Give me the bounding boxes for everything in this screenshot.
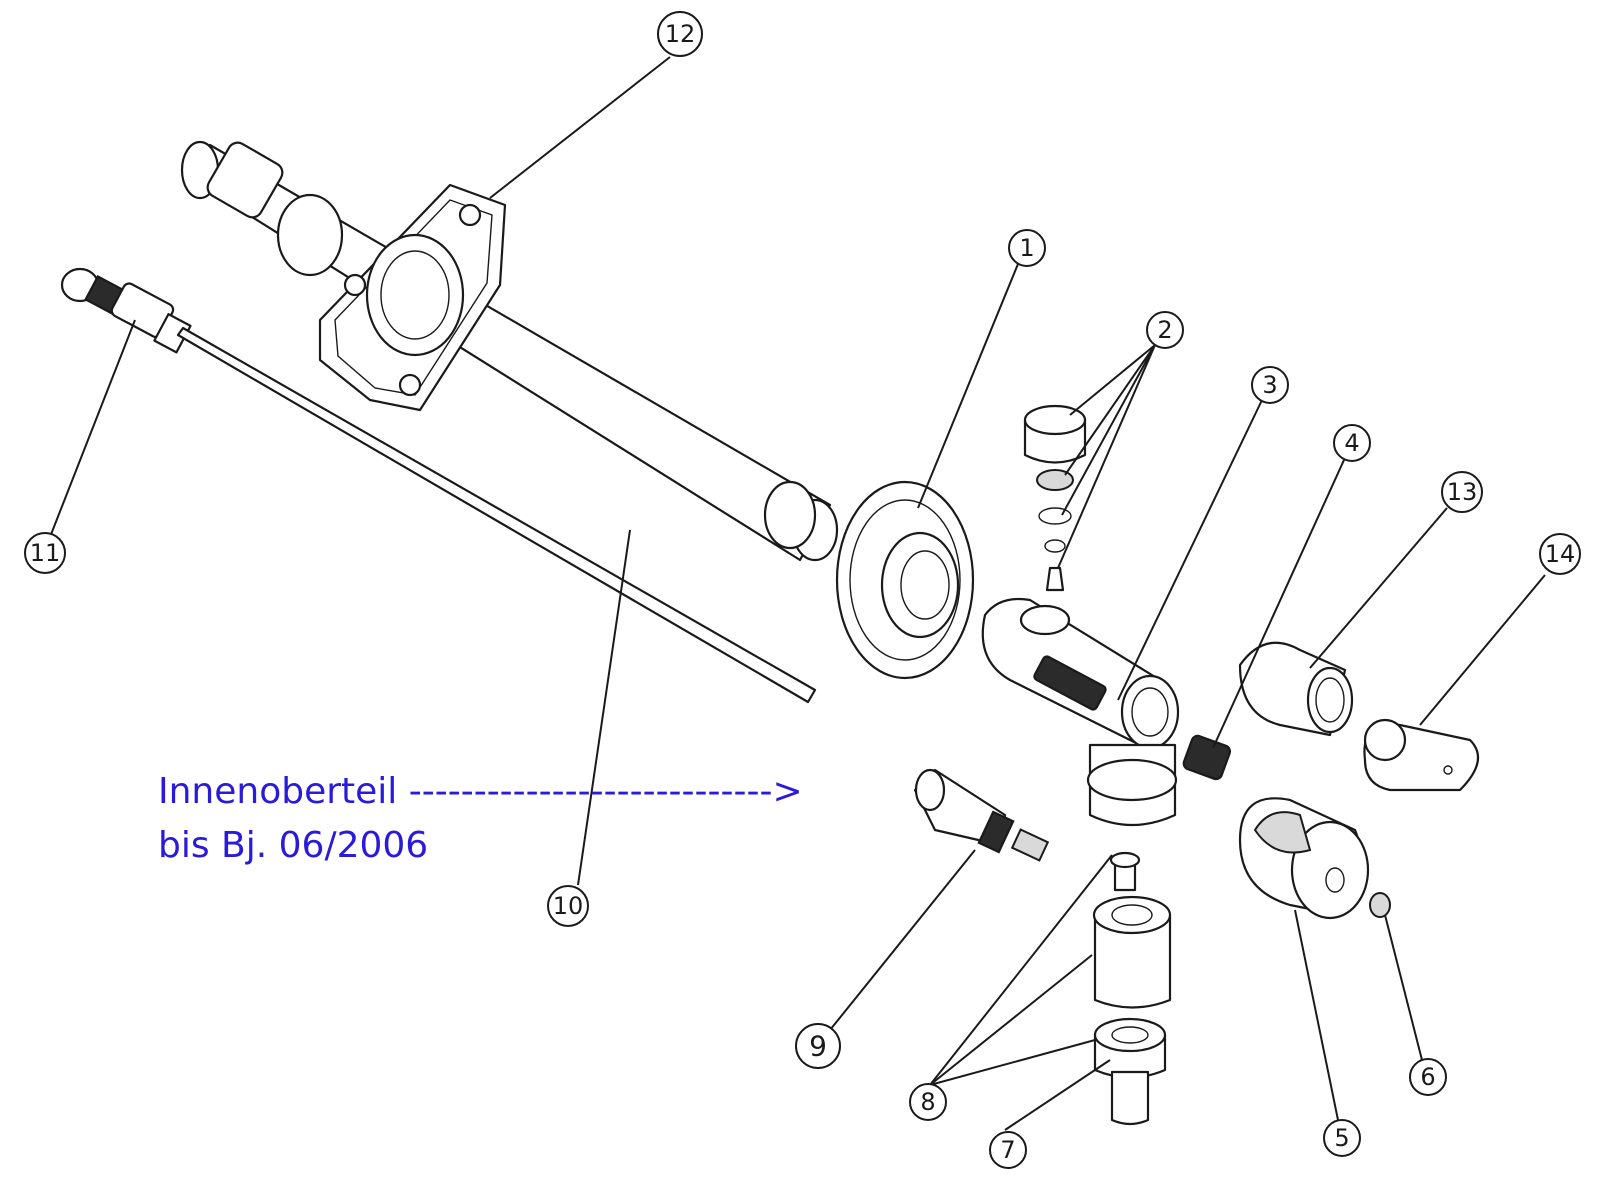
svg-text:3: 3 <box>1262 371 1277 399</box>
annotation-line-1: Innenoberteil --------------------------… <box>158 771 803 812</box>
svg-text:1: 1 <box>1019 234 1034 262</box>
annotation-line-2: bis Bj. 06/2006 <box>158 825 429 866</box>
leader-2b <box>1064 344 1156 476</box>
part-rod <box>176 326 817 704</box>
svg-text:9: 9 <box>809 1030 827 1063</box>
part-knob <box>1238 797 1370 920</box>
part-union-nut <box>1238 641 1354 737</box>
callout-7: 7 <box>989 1131 1027 1169</box>
leader-5 <box>1294 909 1339 1121</box>
leader-9 <box>829 849 976 1031</box>
leader-3 <box>1117 399 1263 701</box>
part-elbow-lever <box>1363 718 1480 792</box>
leader-8c <box>929 1039 1096 1086</box>
callout-14: 14 <box>1539 533 1581 575</box>
callouts: 1 2 3 4 5 6 7 8 9 10 11 12 13 14 <box>24 11 1581 1169</box>
callout-3: 3 <box>1251 366 1289 404</box>
svg-text:4: 4 <box>1344 429 1359 457</box>
leader-13 <box>1309 507 1448 669</box>
svg-text:6: 6 <box>1420 1063 1435 1091</box>
callout-1: 1 <box>1008 229 1046 267</box>
leader-2c <box>1061 344 1156 516</box>
callout-8: 8 <box>909 1083 947 1121</box>
svg-text:2: 2 <box>1157 316 1172 344</box>
callout-11: 11 <box>24 532 66 574</box>
svg-text:7: 7 <box>1000 1136 1015 1164</box>
part-spindle <box>60 267 192 354</box>
leader-lines <box>49 56 1546 1131</box>
leader-2d <box>1057 344 1156 569</box>
part-valve-body <box>981 597 1180 827</box>
part-outer-pipe <box>180 140 839 562</box>
leader-8a <box>929 854 1113 1086</box>
callout-6: 6 <box>1409 1058 1447 1096</box>
callout-2: 2 <box>1146 311 1184 349</box>
svg-text:12: 12 <box>665 20 696 48</box>
part-cap-set <box>1023 404 1087 592</box>
callout-13: 13 <box>1441 471 1483 513</box>
svg-text:13: 13 <box>1447 478 1478 506</box>
part-gear <box>1182 734 1232 781</box>
callout-4: 4 <box>1333 424 1371 462</box>
leader-8b <box>929 954 1093 1086</box>
leader-11 <box>49 319 136 538</box>
svg-text:11: 11 <box>30 539 61 567</box>
svg-text:14: 14 <box>1545 540 1576 568</box>
part-mounting-flange <box>318 183 507 412</box>
part-small-cap <box>1369 892 1391 918</box>
leader-6 <box>1384 914 1423 1061</box>
svg-text:10: 10 <box>553 892 584 920</box>
leader-10 <box>577 529 631 886</box>
part-gasket-ring <box>835 480 975 680</box>
callout-10: 10 <box>547 885 589 927</box>
leader-12 <box>489 56 671 199</box>
part-lower-connector <box>1092 851 1172 1126</box>
svg-text:8: 8 <box>920 1088 935 1116</box>
leader-1 <box>917 263 1019 509</box>
callout-5: 5 <box>1323 1119 1361 1157</box>
leader-14 <box>1419 574 1546 726</box>
leader-7 <box>1004 1059 1111 1131</box>
callout-12: 12 <box>657 11 703 57</box>
leader-2a <box>1069 344 1156 416</box>
svg-text:5: 5 <box>1334 1124 1349 1152</box>
leader-4 <box>1212 459 1345 749</box>
callout-9: 9 <box>795 1023 841 1069</box>
part-inner-cartridge <box>913 768 1050 862</box>
